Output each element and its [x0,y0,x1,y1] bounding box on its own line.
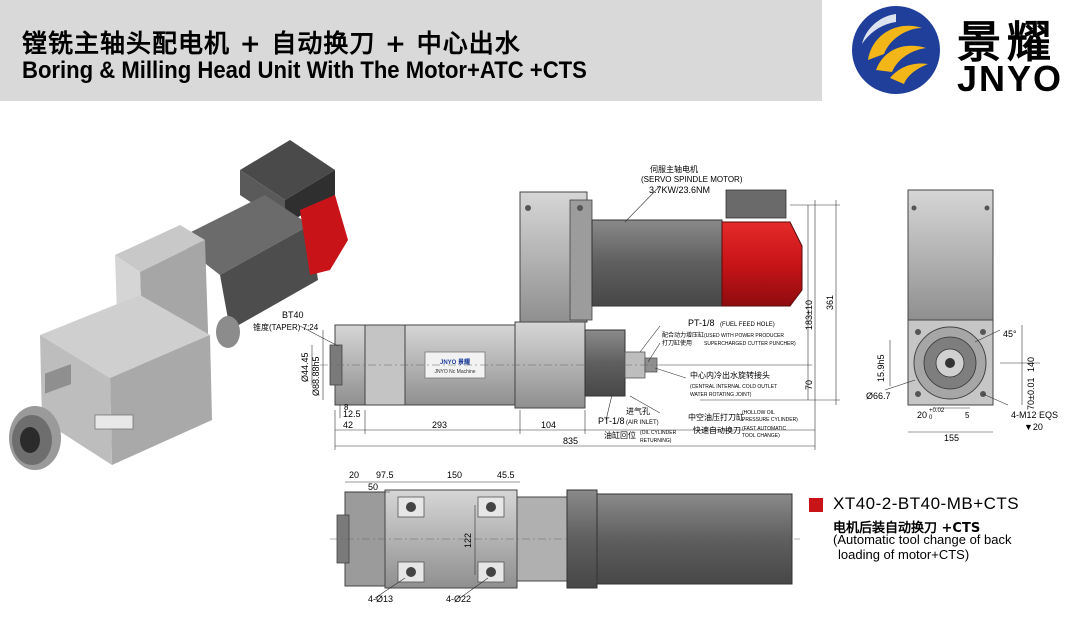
end-dim-15-9: 15.9h5 [876,354,886,382]
booster-cn1: 配合动力增压缸 [662,331,704,339]
top-dim-97-5: 97.5 [376,470,394,480]
fast-change-en2: TOOL CHANGE) [742,433,780,439]
end-dim-155: 155 [944,433,959,443]
page-title-cn: 镗铣主轴头配电机 + 自动换刀 + 中心出水 [22,29,521,58]
end-dim-m12: 4-M12 EQS [1011,410,1058,420]
dim-d44: Ø44.45 [300,352,310,382]
dim-d88: Ø88.88h5 [311,356,321,396]
top-dim-50: 50 [368,482,378,492]
top-dim-122: 122 [463,533,473,548]
legend-model: XT40-2-BT40-MB+CTS [833,494,1020,513]
legend-desc-cn: 电机后装自动换刀 +CTS [833,521,981,536]
oil-cylinder-en1: (OIL CYLINDER [640,430,677,436]
isometric-view [9,140,348,470]
side-view: JNYO 景耀 JNYO Nc Machine 8 [253,164,840,450]
booster-en1: (USED WITH POWER PRODUCER [704,333,784,339]
motor-label-cn: 伺服主轴电机 [650,164,698,174]
dim-70: 70 [804,380,814,390]
top-dim-22: 4-Ø22 [446,594,471,604]
booster-cn2: 打刀缸使用 [662,339,692,347]
end-dim-140: 140 [1026,357,1036,372]
header-band [0,0,822,101]
motor-label-en: (SERVO SPINDLE MOTOR) [641,175,743,184]
jnyo-logo-icon [852,6,940,94]
dim-8: 8 [344,403,349,412]
brand-name-en: JNYO [957,58,1064,99]
top-dim-20: 20 [349,470,359,480]
end-dim-70: 70±0.01 [1026,378,1036,410]
air-inlet-cn: 进气孔 [626,406,650,416]
coolant-cn: 中心内冷出水旋转接头 [690,370,770,380]
top-dim-150: 150 [447,470,462,480]
brand-name-cn: 景耀 [957,17,1057,68]
motor-spec: 3.7KW/23.6NM [649,185,710,195]
legend-desc-en-line2: loading of motor+CTS) [838,547,970,562]
dim-42: 42 [343,420,353,430]
end-dim-20-tol-top: +0.02 [929,408,945,414]
legend-swatch [809,498,823,512]
taper-label: BT40 [282,310,304,320]
air-inlet-en: (AIR INLET) [626,420,659,426]
top-view: 20 97.5 150 45.5 50 122 4-Ø13 4-Ø22 [330,470,800,604]
end-dim-45: 45° [1003,329,1017,339]
top-dim-13: 4-Ø13 [368,594,393,604]
end-dim-depth: ▼20 [1024,422,1043,432]
legend-desc-en-line1: (Automatic tool change of back [833,532,1012,547]
end-dim-66-7: Ø66.7 [866,391,891,401]
pt-air: PT-1/8 [598,416,625,426]
top-dim-45-5: 45.5 [497,470,515,480]
fast-change-en1: (FAST AUTOMATIC [742,426,787,432]
dim-835: 835 [563,436,578,446]
coolant-en2: WATER ROTATING JOINT) [690,392,752,398]
taper-ratio: 锥度(TAPER) 7:24 [253,322,319,332]
booster-en2: SUPERCHARGED CUTTER PUNCHER) [704,341,796,347]
dim-183: 183±10 [804,300,814,330]
end-dim-20: 20 [917,410,927,420]
oil-cylinder-en2: RETURNING) [640,438,672,444]
oil-cylinder-cn: 油缸回位 [604,430,636,440]
hollow-cylinder-cn: 中空油压打刀缸 [688,412,744,422]
end-view: 45° 15.9h5 140 70±0.01 Ø66.7 20 +0.02 0 … [866,189,1058,443]
dim-361: 361 [825,295,835,310]
fast-change-cn: 快速自动换刀 [693,425,741,435]
pt-fuel: PT-1/8 [688,318,715,328]
hollow-cylinder-en1: (HOLLOW OIL [742,410,775,416]
page-title-en: Boring & Milling Head Unit With The Moto… [22,57,587,84]
coolant-en1: (CENTRAL INTERNAL COLD OUTLET [690,384,777,390]
end-dim-20-tol-bottom: 0 [929,415,933,421]
dim-104: 104 [541,420,556,430]
nameplate-brand: JNYO 景耀 [440,358,470,366]
nameplate-text: JNYO Nc Machine [434,369,475,375]
end-dim-5: 5 [965,411,970,420]
dim-293: 293 [432,420,447,430]
dim-12-5: 12.5 [343,409,361,419]
hollow-cylinder-en2: PRESSURE CYLINDER) [742,417,798,423]
fuel-hole: (FUEL FEED HOLE) [720,322,775,328]
